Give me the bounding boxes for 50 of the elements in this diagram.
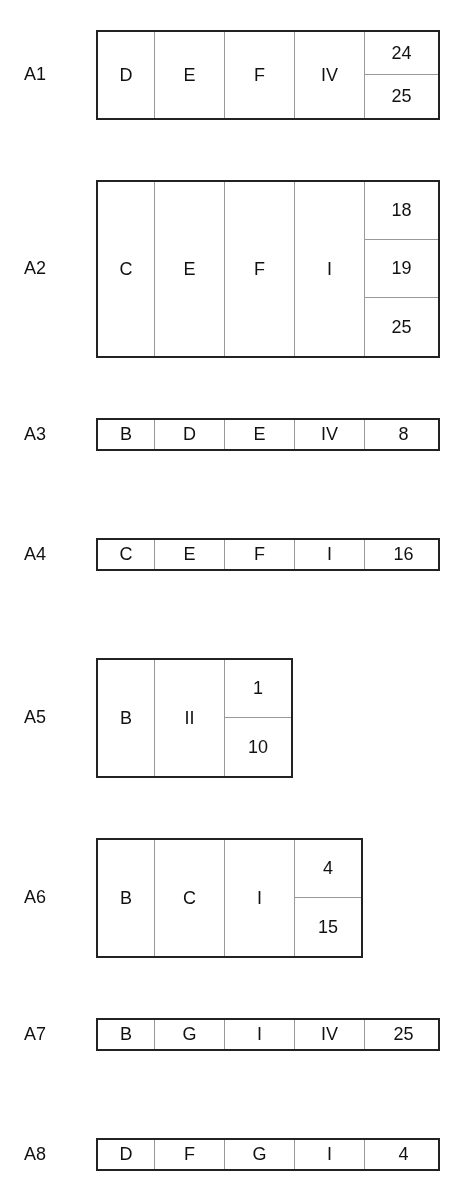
table-cell: E <box>155 182 225 356</box>
table-cell: I <box>225 840 295 956</box>
table-cell: I <box>295 540 365 569</box>
row-label: A5 <box>24 707 47 728</box>
row-label: A8 <box>24 1143 47 1165</box>
table-cell-text: 16 <box>392 543 415 566</box>
table-cell: 18 <box>365 182 438 240</box>
row-label: A7 <box>24 1023 47 1045</box>
table-cell: IV <box>295 1020 365 1049</box>
table-cell: F <box>225 32 295 118</box>
table-cell: IV <box>295 420 365 449</box>
table-cell: I <box>295 182 365 356</box>
table-cell: D <box>98 1140 155 1169</box>
row-label: A1 <box>24 64 47 85</box>
row-label: A2 <box>24 258 47 279</box>
table-cell: G <box>225 1140 295 1169</box>
table-cell: B <box>98 660 155 776</box>
table-cell: I <box>295 1140 365 1169</box>
row-label: A3 <box>24 423 47 445</box>
table-cell: C <box>155 840 225 956</box>
table-cell-text: 25 <box>390 85 413 108</box>
table-cell: E <box>155 32 225 118</box>
table-cell-text: 10 <box>247 735 269 759</box>
table-cell: B <box>98 1020 155 1049</box>
table-cell: 19 <box>365 240 438 298</box>
table-cell: C <box>98 540 155 569</box>
table-cell: F <box>225 182 295 356</box>
table-cell: IV <box>295 32 365 118</box>
table-cell-text: 25 <box>390 315 413 339</box>
table-cell-text: 25 <box>392 1023 415 1046</box>
table-cell: C <box>98 182 155 356</box>
row-label: A4 <box>24 543 47 565</box>
table-cell: B <box>98 420 155 449</box>
table-cell: 24 <box>365 32 438 75</box>
row-label: A6 <box>24 887 47 908</box>
table-cell-text: 15 <box>317 915 339 939</box>
table-cell: 1 <box>225 660 291 718</box>
table-cell-text: 8 <box>397 423 410 446</box>
table-cell: II <box>155 660 225 776</box>
table-cell: E <box>155 540 225 569</box>
table-cell: G <box>155 1020 225 1049</box>
table-cell-text: 4 <box>397 1143 410 1166</box>
table-cell: B <box>98 840 155 956</box>
table-cell: I <box>225 1020 295 1049</box>
table-cell: F <box>225 540 295 569</box>
table-cell: D <box>155 420 225 449</box>
table-cell: F <box>155 1140 225 1169</box>
table-cell: 4 <box>295 840 361 898</box>
table-cell: E <box>225 420 295 449</box>
table-cell: D <box>98 32 155 118</box>
